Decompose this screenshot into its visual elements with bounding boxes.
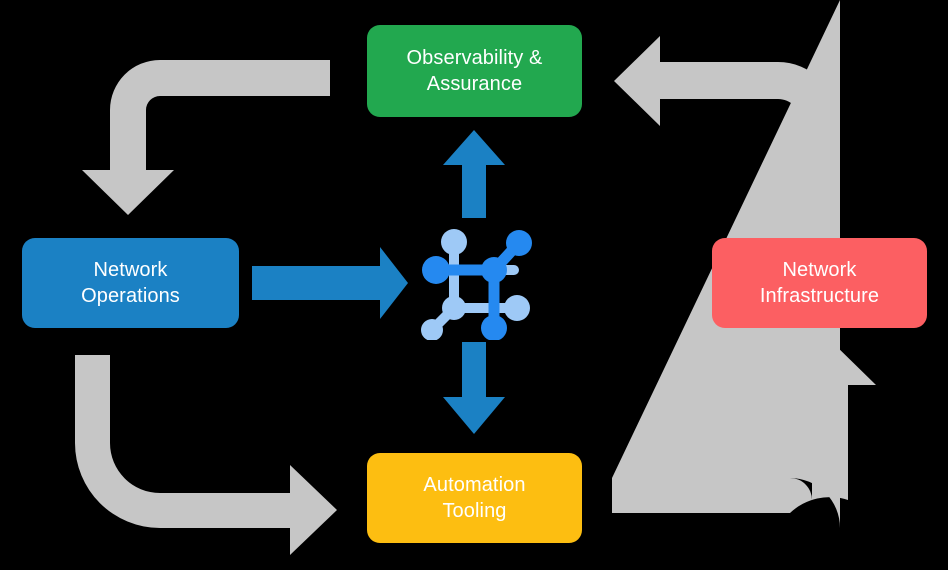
node-label-automation-tooling: Automation Tooling [423,473,526,522]
network-topology-icon [421,229,532,340]
topology-dark-nodes [422,230,532,340]
topology-node-top-left [441,229,467,255]
gray-arrow-automation-to-infrastructure [0,0,840,528]
node-label-network-infrastructure: Network Infrastructure [759,258,880,307]
node-box-automation-tooling[interactable]: Automation Tooling [367,453,582,543]
blue-arrow-operations-to-center [252,247,408,319]
topology-node-center [481,257,507,283]
gray-arrow-automation-to-infrastructure-shape [612,340,876,513]
blue-arrow-center-to-automation [443,342,505,434]
topology-light-nodes [421,229,530,340]
blue-arrow-center-to-observability [443,130,505,218]
topology-node-bottom-left [421,319,443,340]
node-label-observability: Observability & Assurance [406,46,543,95]
topology-node-top-right [506,230,532,256]
gray-arrow-observability-to-operations [82,60,330,215]
node-box-observability[interactable]: Observability & Assurance [367,25,582,117]
topology-node-bottom [481,315,507,340]
gray-arrow-operations-to-automation [75,355,337,555]
node-label-network-operations: Network Operations [81,258,180,307]
topology-node-mid-right [504,295,530,321]
node-box-network-operations[interactable]: Network Operations [22,238,239,328]
node-box-network-infrastructure[interactable]: Network Infrastructure [712,238,927,328]
topology-node-mid-left [442,296,466,320]
topology-node-left [422,256,450,284]
gray-arrow-infrastructure-to-observability [614,36,838,218]
